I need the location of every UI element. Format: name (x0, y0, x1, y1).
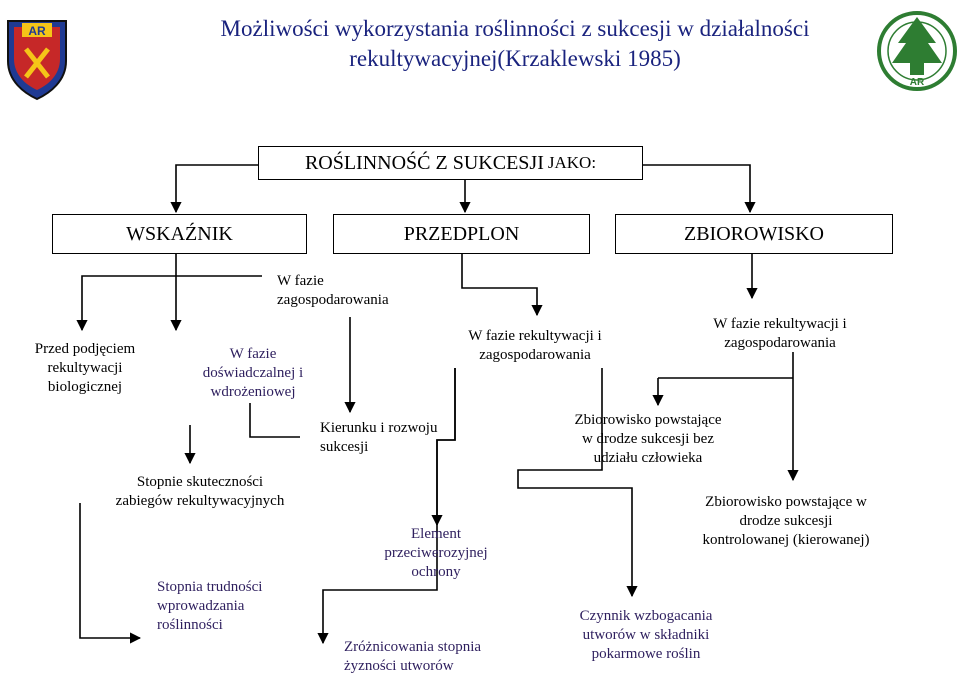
arrow-root-wskaznik (170, 164, 258, 214)
czynnik-line-1: Czynnik wzbogacania (579, 608, 713, 624)
kontrol-line-2: drodze sukcesji (739, 513, 833, 529)
trudnosci-line-2: wprowadzania (157, 598, 245, 614)
arrow-wdrozeniowa-bracket (249, 403, 300, 438)
ochrony-line-1: Element (411, 526, 461, 542)
node-stopnia-trudnosci: Stopnia trudności wprowadzania roślinnoś… (157, 578, 307, 635)
node-przed-podjeciem: Przed podjęciem rekultywacji biologiczne… (10, 340, 160, 397)
node-faza-wdrozeniowa: W fazie doświadczalnej i wdrożeniowej (183, 345, 323, 402)
bez-line-2: w drodze sukcesji bez (581, 431, 715, 447)
kierunku-line-1: Kierunku i rozwoju (320, 420, 438, 436)
arrow-rek-zag-zroznicowania (317, 368, 456, 645)
category-wskaznik: WSKAŹNIK (52, 214, 307, 254)
node-faza-rek-zag-2: W fazie rekultywacji i zagospodarowania (680, 315, 880, 353)
zag-line-2: zagospodarowania (277, 292, 389, 308)
trudnosci-line-3: roślinności (157, 617, 223, 633)
arrow-przedplon-rek-zag (461, 254, 543, 317)
node-zroznicowania: Zróżnicowania stopnia żyzności utworów (344, 638, 524, 676)
zag-line-1: W fazie (277, 273, 324, 289)
title-line-2: rekultywacyjnej(Krzaklewski 1985) (349, 46, 681, 71)
przed-line-3: biologicznej (47, 379, 123, 395)
ochrony-line-3: ochrony (411, 564, 461, 580)
kontrol-line-3: kontrolowanej (kierowanej) (702, 532, 870, 548)
forestry-faculty-logo: AR (877, 11, 957, 91)
node-zbiorowisko-bez: Zbiorowisko powstające w drodze sukcesji… (548, 411, 748, 468)
bez-line-3: udziału człowieka (593, 450, 703, 466)
node-czynnik: Czynnik wzbogacania utworów w składniki … (556, 607, 736, 664)
root-box: ROŚLINNOŚĆ Z SUKCESJI JAKO: (258, 146, 643, 180)
rekzag2-line-2: zagospodarowania (724, 335, 836, 351)
arrow-stopnie-trudnosci (79, 503, 142, 644)
wdroz-line-3: wdrożeniowej (210, 384, 296, 400)
rekzag1-line-1: W fazie rekultywacji i (468, 328, 602, 344)
trudnosci-line-1: Stopnia trudności (157, 579, 263, 595)
zroznic-line-1: Zróżnicowania stopnia (344, 639, 482, 655)
node-kierunku-rozwoju: Kierunku i rozwoju sukcesji (320, 419, 490, 457)
node-stopnie-skutecznosci: Stopnie skuteczności zabiegów rekultywac… (90, 473, 310, 511)
crest-letters: AR (28, 24, 46, 38)
kierunku-line-2: sukcesji (320, 439, 369, 455)
arrow-root-zbiorowisko (643, 164, 756, 214)
category-przedplon: PRZEDPLON (333, 214, 590, 254)
wdroz-line-1: W fazie (229, 346, 277, 362)
wskaznik-label: WSKAŹNIK (126, 222, 233, 245)
node-faza-rek-zag-1: W fazie rekultywacji i zagospodarowania (440, 327, 630, 365)
rekzag2-line-1: W fazie rekultywacji i (713, 316, 847, 332)
czynnik-line-2: utworów w składniki (582, 627, 710, 643)
arrow-rek-zag-czynnik (517, 368, 638, 598)
zbiorowisko-label: ZBIOROWISKO (684, 222, 824, 245)
stopnie-line-2: zabiegów rekultywacyjnych (115, 493, 285, 509)
przed-line-2: rekultywacji (47, 360, 123, 376)
node-faza-zagospodarowania: W fazie zagospodarowania (277, 272, 437, 310)
university-crest-logo: AR (7, 20, 67, 101)
przed-line-1: Przed podjęciem (34, 341, 136, 357)
czynnik-line-3: pokarmowe roślin (591, 646, 701, 662)
node-zbiorowisko-kontrolowane: Zbiorowisko powstające w drodze sukcesji… (676, 493, 896, 550)
title-line-1: Możliwości wykorzystania roślinności z s… (220, 16, 810, 41)
root-label: ROŚLINNOŚĆ Z SUKCESJI (304, 151, 544, 174)
arrow-wskaznik-przed (76, 275, 176, 332)
category-zbiorowisko: ZBIOROWISKO (615, 214, 893, 254)
stopnie-line-1: Stopnie skuteczności (136, 474, 264, 490)
page-title: Możliwości wykorzystania roślinności z s… (150, 14, 880, 74)
forestry-letters: AR (910, 77, 925, 88)
wdroz-line-2: doświadczalnej i (202, 365, 304, 381)
ochrony-line-2: przeciwerozyjnej (384, 545, 488, 561)
przedplon-label: PRZEDPLON (403, 222, 520, 245)
zroznic-line-2: żyzności utworów (344, 658, 454, 674)
bez-line-1: Zbiorowisko powstające (574, 412, 722, 428)
node-element-ochrony: Element przeciwerozyjnej ochrony (366, 525, 506, 582)
arrow-rek-zag-bez (658, 377, 793, 405)
kontrol-line-1: Zbiorowisko powstające w (705, 494, 867, 510)
rekzag1-line-2: zagospodarowania (479, 347, 591, 363)
root-suffix: JAKO: (547, 153, 597, 172)
